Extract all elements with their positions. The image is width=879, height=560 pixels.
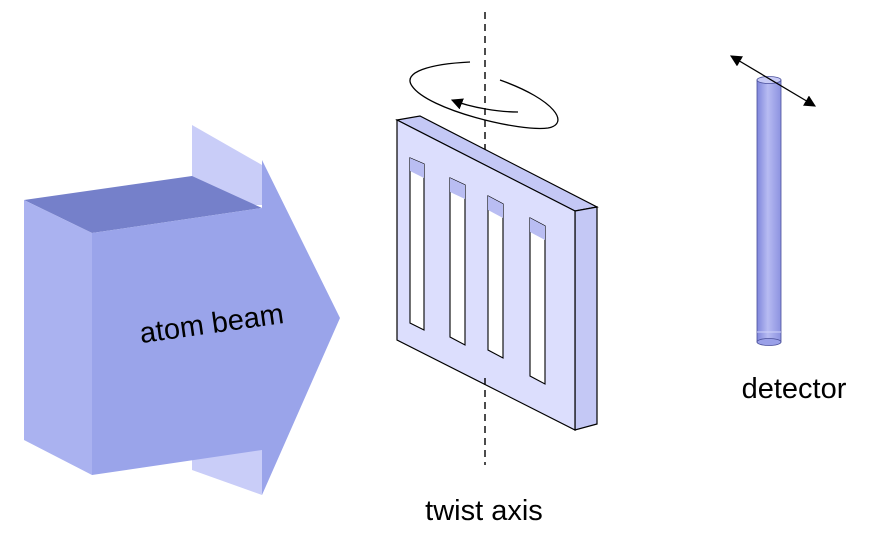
detector [756,76,782,346]
slit-1 [409,157,425,331]
beam-side-face [24,200,92,475]
slit-2 [449,177,466,346]
twist-axis-label: twist axis [425,495,543,527]
detector-bottom-cap [756,338,782,346]
detector-scan-arrow [729,55,817,107]
slit-shadows [410,158,545,240]
slit-4 [529,217,546,385]
grating [395,115,599,431]
beam-tail-lower [192,450,262,495]
atom-beam-arrow [24,125,340,495]
grating-side-edge [574,206,598,431]
detector-body [756,79,782,343]
rotation-arrow [409,61,559,130]
beam-front-face [92,160,340,495]
detector-label: detector [742,373,847,405]
grating-slits [409,157,546,385]
detector-top-cap [756,76,782,84]
slit-3 [487,195,504,359]
beam-top-face [24,176,262,233]
